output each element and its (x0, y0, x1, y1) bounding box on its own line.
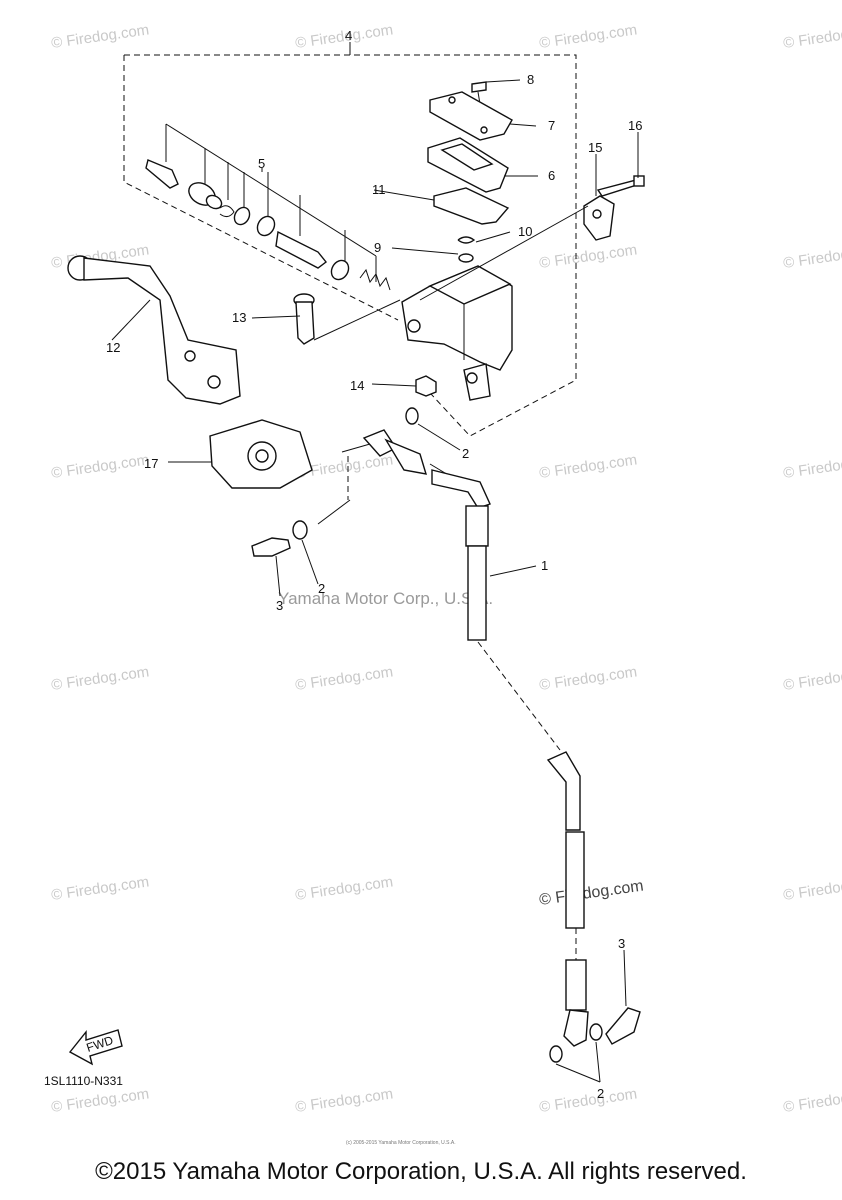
small-copyright: (c) 2005-2015 Yamaha Motor Corporation, … (346, 1140, 456, 1146)
firedog-watermark: © Firedog.com (782, 241, 842, 272)
callout-11: 11 (372, 182, 386, 197)
reservoir-cap-parts (427, 81, 513, 225)
yamaha-watermark: Yamaha Motor Corp., U.S.A. (278, 589, 493, 608)
piston-kit (145, 123, 391, 291)
callout-13: 13 (232, 310, 246, 325)
callout-1: 1 (541, 558, 548, 573)
callout-3-lower: 3 (618, 936, 625, 951)
firedog-watermark: © Firedog.com (538, 1085, 638, 1116)
firedog-watermark: © Firedog.com (782, 451, 842, 482)
callout-17: 17 (144, 456, 158, 471)
callout-16: 16 (628, 118, 642, 133)
firedog-watermark: © Firedog.com (538, 241, 638, 272)
copyright-footer: ©2015 Yamaha Motor Corporation, U.S.A. A… (95, 1158, 747, 1185)
callout-12: 12 (106, 340, 120, 355)
firedog-watermark: © Firedog.com (294, 873, 394, 904)
fwd-arrow: FWD (68, 1029, 123, 1066)
holder (209, 419, 313, 489)
clamp-bracket (419, 175, 645, 301)
callout-numbers: 1 2 2 2 3 3 4 5 6 7 8 9 10 11 12 13 14 1… (106, 28, 642, 1101)
firedog-watermark: © Firedog.com (294, 1085, 394, 1116)
firedog-watermark: © Firedog.com (782, 873, 842, 904)
firedog-watermark: © Firedog.com (538, 663, 638, 694)
callout-10: 10 (518, 224, 532, 239)
firedog-watermark: © Firedog.com (50, 663, 150, 694)
brake-lever (67, 255, 241, 405)
firedog-watermark: © Firedog.com (50, 873, 150, 904)
upper-hose-fitting (251, 407, 471, 557)
firedog-watermark: © Firedog.com (782, 21, 842, 52)
firedog-watermark: © Firedog.com (538, 451, 638, 482)
firedog-watermark: © Firedog.com (50, 1085, 150, 1116)
callout-6: 6 (548, 168, 555, 183)
callout-5: 5 (258, 156, 265, 171)
master-cylinder (401, 236, 513, 401)
firedog-watermark: © Firedog.com (50, 21, 150, 52)
callout-4: 4 (345, 28, 352, 43)
callout-9: 9 (374, 240, 381, 255)
assembly-outline (123, 54, 577, 437)
part-code: 1SL1110-N331 (44, 1074, 123, 1088)
firedog-watermark-strong: © Firedog.com (538, 877, 644, 908)
firedog-watermark: © Firedog.com (294, 663, 394, 694)
callout-2-lower: 2 (597, 1086, 604, 1101)
leader-lines (111, 79, 639, 1007)
callout-2-mid: 2 (318, 581, 325, 596)
callout-8: 8 (527, 72, 534, 87)
firedog-watermark: © Firedog.com (782, 1085, 842, 1116)
callout-3-upper: 3 (276, 598, 283, 613)
callout-14: 14 (350, 378, 364, 393)
firedog-watermark: © Firedog.com (782, 663, 842, 694)
firedog-watermark: © Firedog.com (50, 451, 150, 482)
callout-7: 7 (548, 118, 555, 133)
brake-hose (431, 469, 641, 1083)
pivot-bolt (293, 293, 401, 345)
callout-15: 15 (588, 140, 602, 155)
callout-2-upper: 2 (462, 446, 469, 461)
nut (415, 375, 437, 397)
firedog-watermark: © Firedog.com (538, 21, 638, 52)
